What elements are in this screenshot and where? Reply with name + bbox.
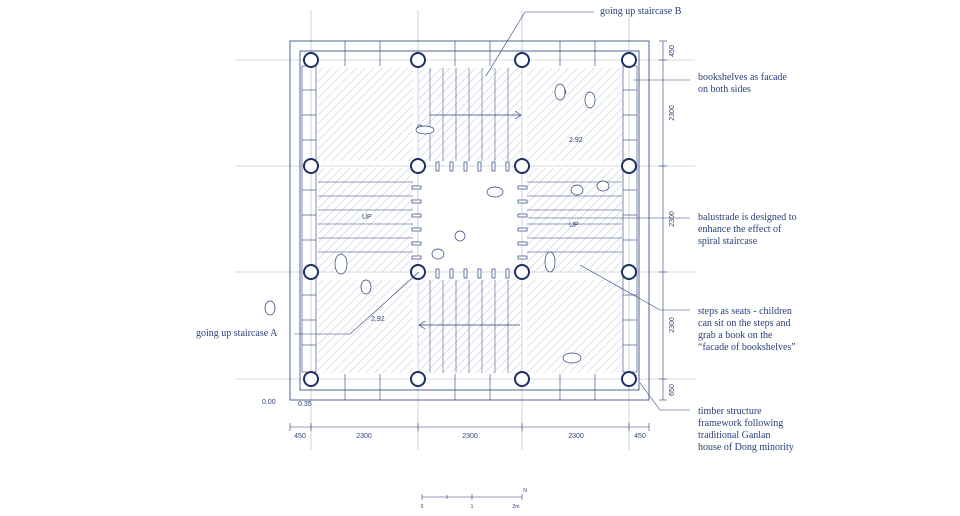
note-steps-seats: steps as seats - children can sit on the… [698, 306, 796, 354]
person-figure [334, 253, 348, 275]
scale-tick-2: 2m [513, 504, 520, 510]
dim-bottom-2: 2300 [356, 433, 372, 440]
level-mark-base: 0.35 [298, 401, 312, 408]
stair-treads [318, 68, 622, 373]
note-line: timber structure [698, 406, 762, 417]
stair-arrows [418, 110, 522, 330]
note-balustrade: balustrade is designed to enhance the ef… [698, 212, 797, 248]
dim-bottom-1: 450 [294, 433, 306, 440]
hatched-floor [318, 68, 622, 373]
note-timber-structure: timber structure framework following tra… [698, 406, 794, 454]
person-figure [584, 91, 596, 109]
timber-columns [303, 52, 637, 387]
bottom-dimension-line [289, 423, 650, 431]
person-figure [554, 83, 567, 101]
person-figure [570, 184, 584, 196]
dim-right-2: 2300 [669, 105, 676, 121]
note-line: on both sides [698, 84, 751, 95]
person-figure [486, 186, 504, 198]
up-label-left: UP [362, 214, 372, 221]
note-line: “facade of bookshelves” [698, 342, 796, 353]
note-line: house of Dong minority [698, 442, 794, 453]
note-line: traditional Ganlan [698, 430, 771, 441]
note-line: enhance the effect of [698, 224, 782, 235]
scale-tick-0: 0 [421, 504, 424, 510]
note-staircase-b: going up staircase B [600, 6, 682, 17]
dim-bottom-4: 2300 [568, 433, 584, 440]
level-mark-ground: 0.00 [262, 399, 276, 406]
right-dimension-line [659, 40, 667, 401]
note-bookshelves: bookshelves as facade on both sides [698, 72, 787, 96]
note-line: steps as seats - children [698, 306, 792, 317]
north-arrow: N [523, 488, 527, 494]
note-line: spiral staircase [698, 236, 758, 247]
dim-bottom-5: 450 [634, 433, 646, 440]
person-figure [596, 180, 610, 192]
level-mark-top: 2.92 [569, 137, 583, 144]
person-figure [360, 279, 372, 295]
up-label-right: UP [569, 222, 579, 229]
person-figure [562, 352, 582, 364]
note-line: grab a book on the [698, 330, 773, 341]
person-figure [264, 300, 276, 316]
leader-lines [294, 11, 690, 411]
people-figures [264, 83, 610, 364]
balustrade-posts [411, 161, 528, 279]
person-figure [415, 124, 435, 135]
note-staircase-a: going up staircase A [196, 328, 278, 339]
note-line: bookshelves as facade [698, 72, 787, 83]
outer-frame [289, 40, 650, 401]
person-figure [454, 230, 466, 242]
note-line: can sit on the steps and [698, 318, 791, 329]
dim-bottom-3: 2300 [462, 433, 478, 440]
level-mark-bottom: 2.92 [371, 316, 385, 323]
scale-tick-1: 1 [471, 504, 474, 510]
dim-right-5: 650 [669, 384, 676, 396]
dim-right-3: 2300 [669, 211, 676, 227]
person-figure [544, 251, 556, 273]
note-line: balustrade is designed to [698, 212, 797, 223]
person-figure [431, 248, 445, 260]
dim-right-4: 2300 [669, 317, 676, 333]
timber-frame-edges [344, 41, 596, 400]
note-line: framework following [698, 418, 784, 429]
dim-right-1: 450 [669, 45, 676, 57]
scale-bar [421, 494, 523, 500]
